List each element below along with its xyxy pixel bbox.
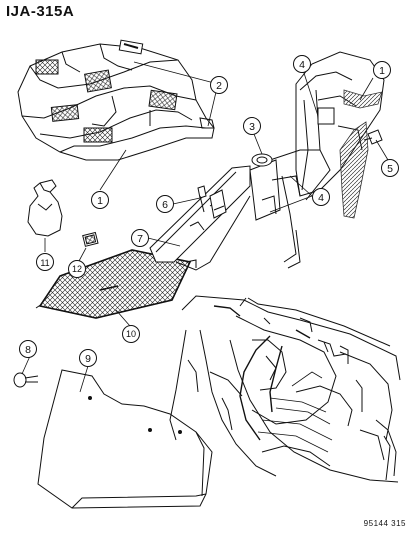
push-pin-fastener: [13, 372, 39, 388]
callout-11: 11: [36, 253, 54, 271]
svg-text:10: 10: [126, 329, 136, 339]
svg-text:11: 11: [40, 258, 49, 268]
callout-8: 8: [19, 340, 37, 358]
svg-text:9: 9: [85, 353, 91, 365]
wiring-harness: [213, 305, 311, 441]
quarter-trim-panel: [249, 51, 385, 269]
retainer-clip: [82, 231, 99, 247]
screw: [197, 185, 207, 213]
callout-4-lower: 4: [312, 188, 330, 206]
svg-text:2: 2: [216, 80, 222, 92]
grommet: [251, 153, 273, 167]
carpet-fringe: [339, 89, 383, 219]
svg-text:8: 8: [25, 344, 31, 356]
svg-text:4: 4: [318, 192, 324, 204]
leader-lines: [21, 61, 389, 393]
callout-2: 2: [210, 76, 228, 94]
callout-5: 5: [381, 159, 399, 177]
callout-7: 7: [131, 229, 149, 247]
rear-sill-bracket: [149, 165, 251, 271]
callout-1-carpet: 1: [91, 191, 109, 209]
callout-4-upper: 4: [293, 55, 311, 73]
callout-1-side: 1: [373, 61, 391, 79]
svg-text:3: 3: [249, 121, 255, 133]
svg-text:1: 1: [379, 65, 385, 77]
callout-12: 12: [68, 260, 86, 278]
cargo-net: [35, 249, 197, 319]
cargo-floor-ribs: [257, 371, 333, 453]
svg-text:7: 7: [137, 233, 143, 245]
callout-3: 3: [243, 117, 261, 135]
clip-fastener-5: [363, 129, 383, 145]
storage-bag: [27, 179, 63, 237]
svg-text:12: 12: [72, 264, 82, 274]
trunk-carpet: [17, 39, 215, 161]
svg-text:4: 4: [299, 59, 305, 71]
callout-9: 9: [79, 349, 97, 367]
lock-striker: [209, 189, 227, 219]
trunk-body-structure: [169, 295, 401, 483]
svg-text:5: 5: [387, 163, 393, 175]
trunk-trim-panel: [37, 369, 213, 509]
drawing-code: 95144 315: [363, 519, 406, 528]
callout-10: 10: [122, 325, 140, 343]
svg-text:1: 1: [97, 195, 103, 207]
diagram-title: IJA-315A: [6, 3, 75, 20]
callout-6: 6: [156, 195, 174, 213]
svg-text:6: 6: [162, 199, 168, 211]
